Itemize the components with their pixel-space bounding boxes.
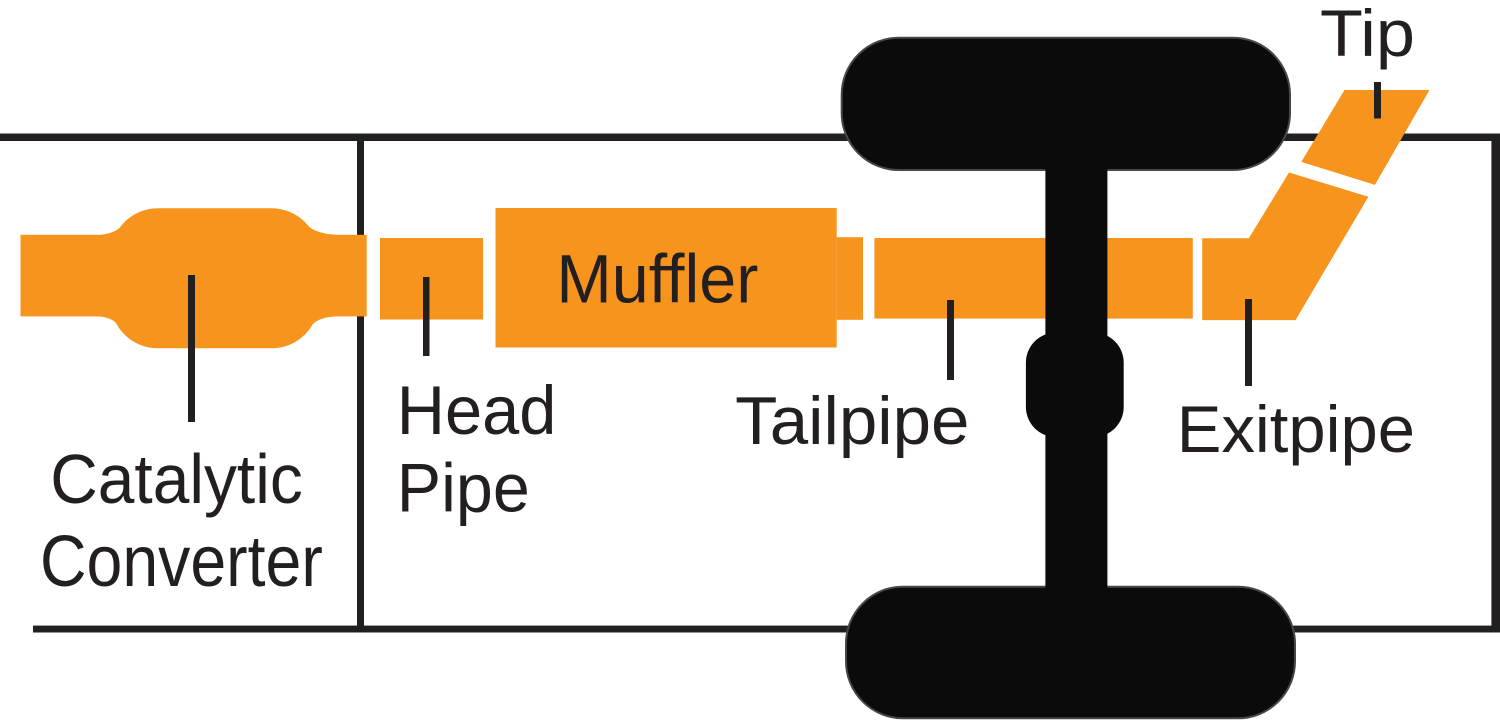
svg-text:Tip: Tip bbox=[1320, 0, 1415, 70]
svg-text:Head: Head bbox=[397, 372, 557, 449]
svg-text:Converter: Converter bbox=[40, 522, 323, 602]
svg-text:Pipe: Pipe bbox=[397, 450, 530, 527]
svg-text:Catalytic: Catalytic bbox=[50, 440, 303, 518]
svg-text:Exitpipe: Exitpipe bbox=[1177, 392, 1415, 466]
svg-text:Muffler: Muffler bbox=[556, 241, 758, 318]
svg-text:Tailpipe: Tailpipe bbox=[735, 384, 969, 459]
